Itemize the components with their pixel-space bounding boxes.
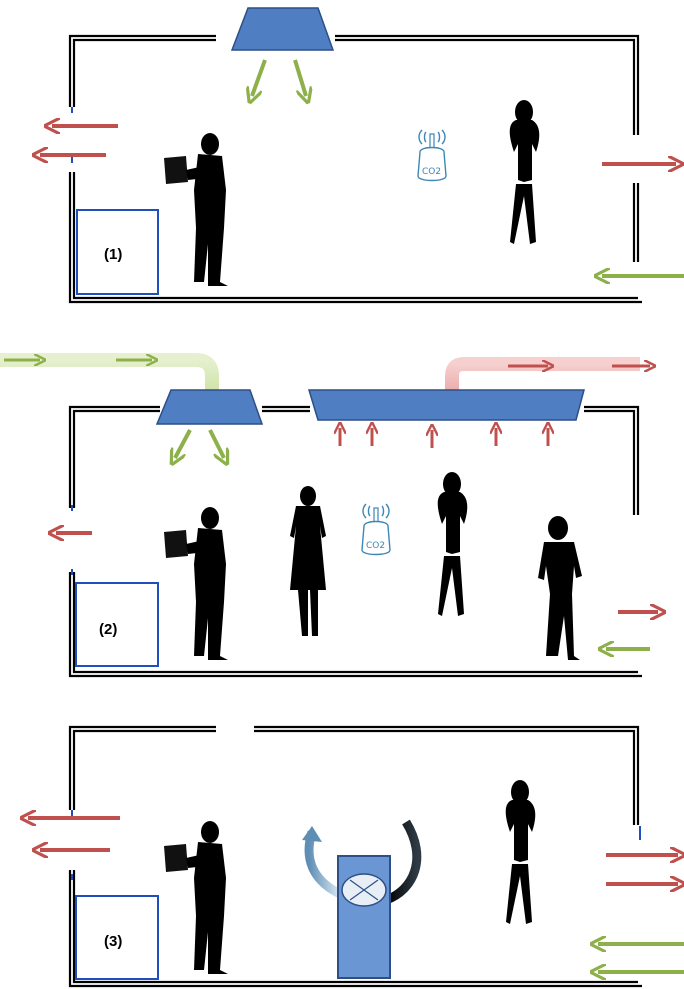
room-1: CO2 (1) [40,7,684,304]
room-3-label-box [75,895,159,980]
co2-sensor-label: CO2 [422,167,441,177]
supply-arrow [175,429,192,458]
supply-diffuser [155,389,264,425]
room-2-label-box [75,582,159,667]
room-3-label: (3) [104,933,122,950]
person-with-laptop [164,507,228,660]
person-standing [509,100,540,244]
person-in-dress [290,486,326,636]
supply-diffuser [230,7,335,51]
co2-sensor-label: CO2 [366,541,385,551]
room-2-walls [68,405,642,678]
supply-arrow [208,429,224,458]
person-in-shirt [538,516,582,660]
extract-duct [307,389,585,421]
room-2: CO2 (2) [0,353,658,678]
room-1-label: (1) [104,246,122,263]
room-1-walls [68,34,642,304]
room-3: (3) [28,725,684,988]
person-standing [505,780,536,924]
person-with-laptop [164,133,228,286]
room-1-label-box [76,209,159,295]
room-2-label: (2) [99,621,117,638]
supply-duct [0,353,219,392]
supply-arrow [252,59,267,96]
person-standing [437,472,468,616]
person-with-laptop [164,821,228,974]
room-3-walls [68,725,642,988]
supply-arrow [293,59,306,96]
exhaust-duct [445,357,640,394]
air-purifier-icon [302,819,422,979]
